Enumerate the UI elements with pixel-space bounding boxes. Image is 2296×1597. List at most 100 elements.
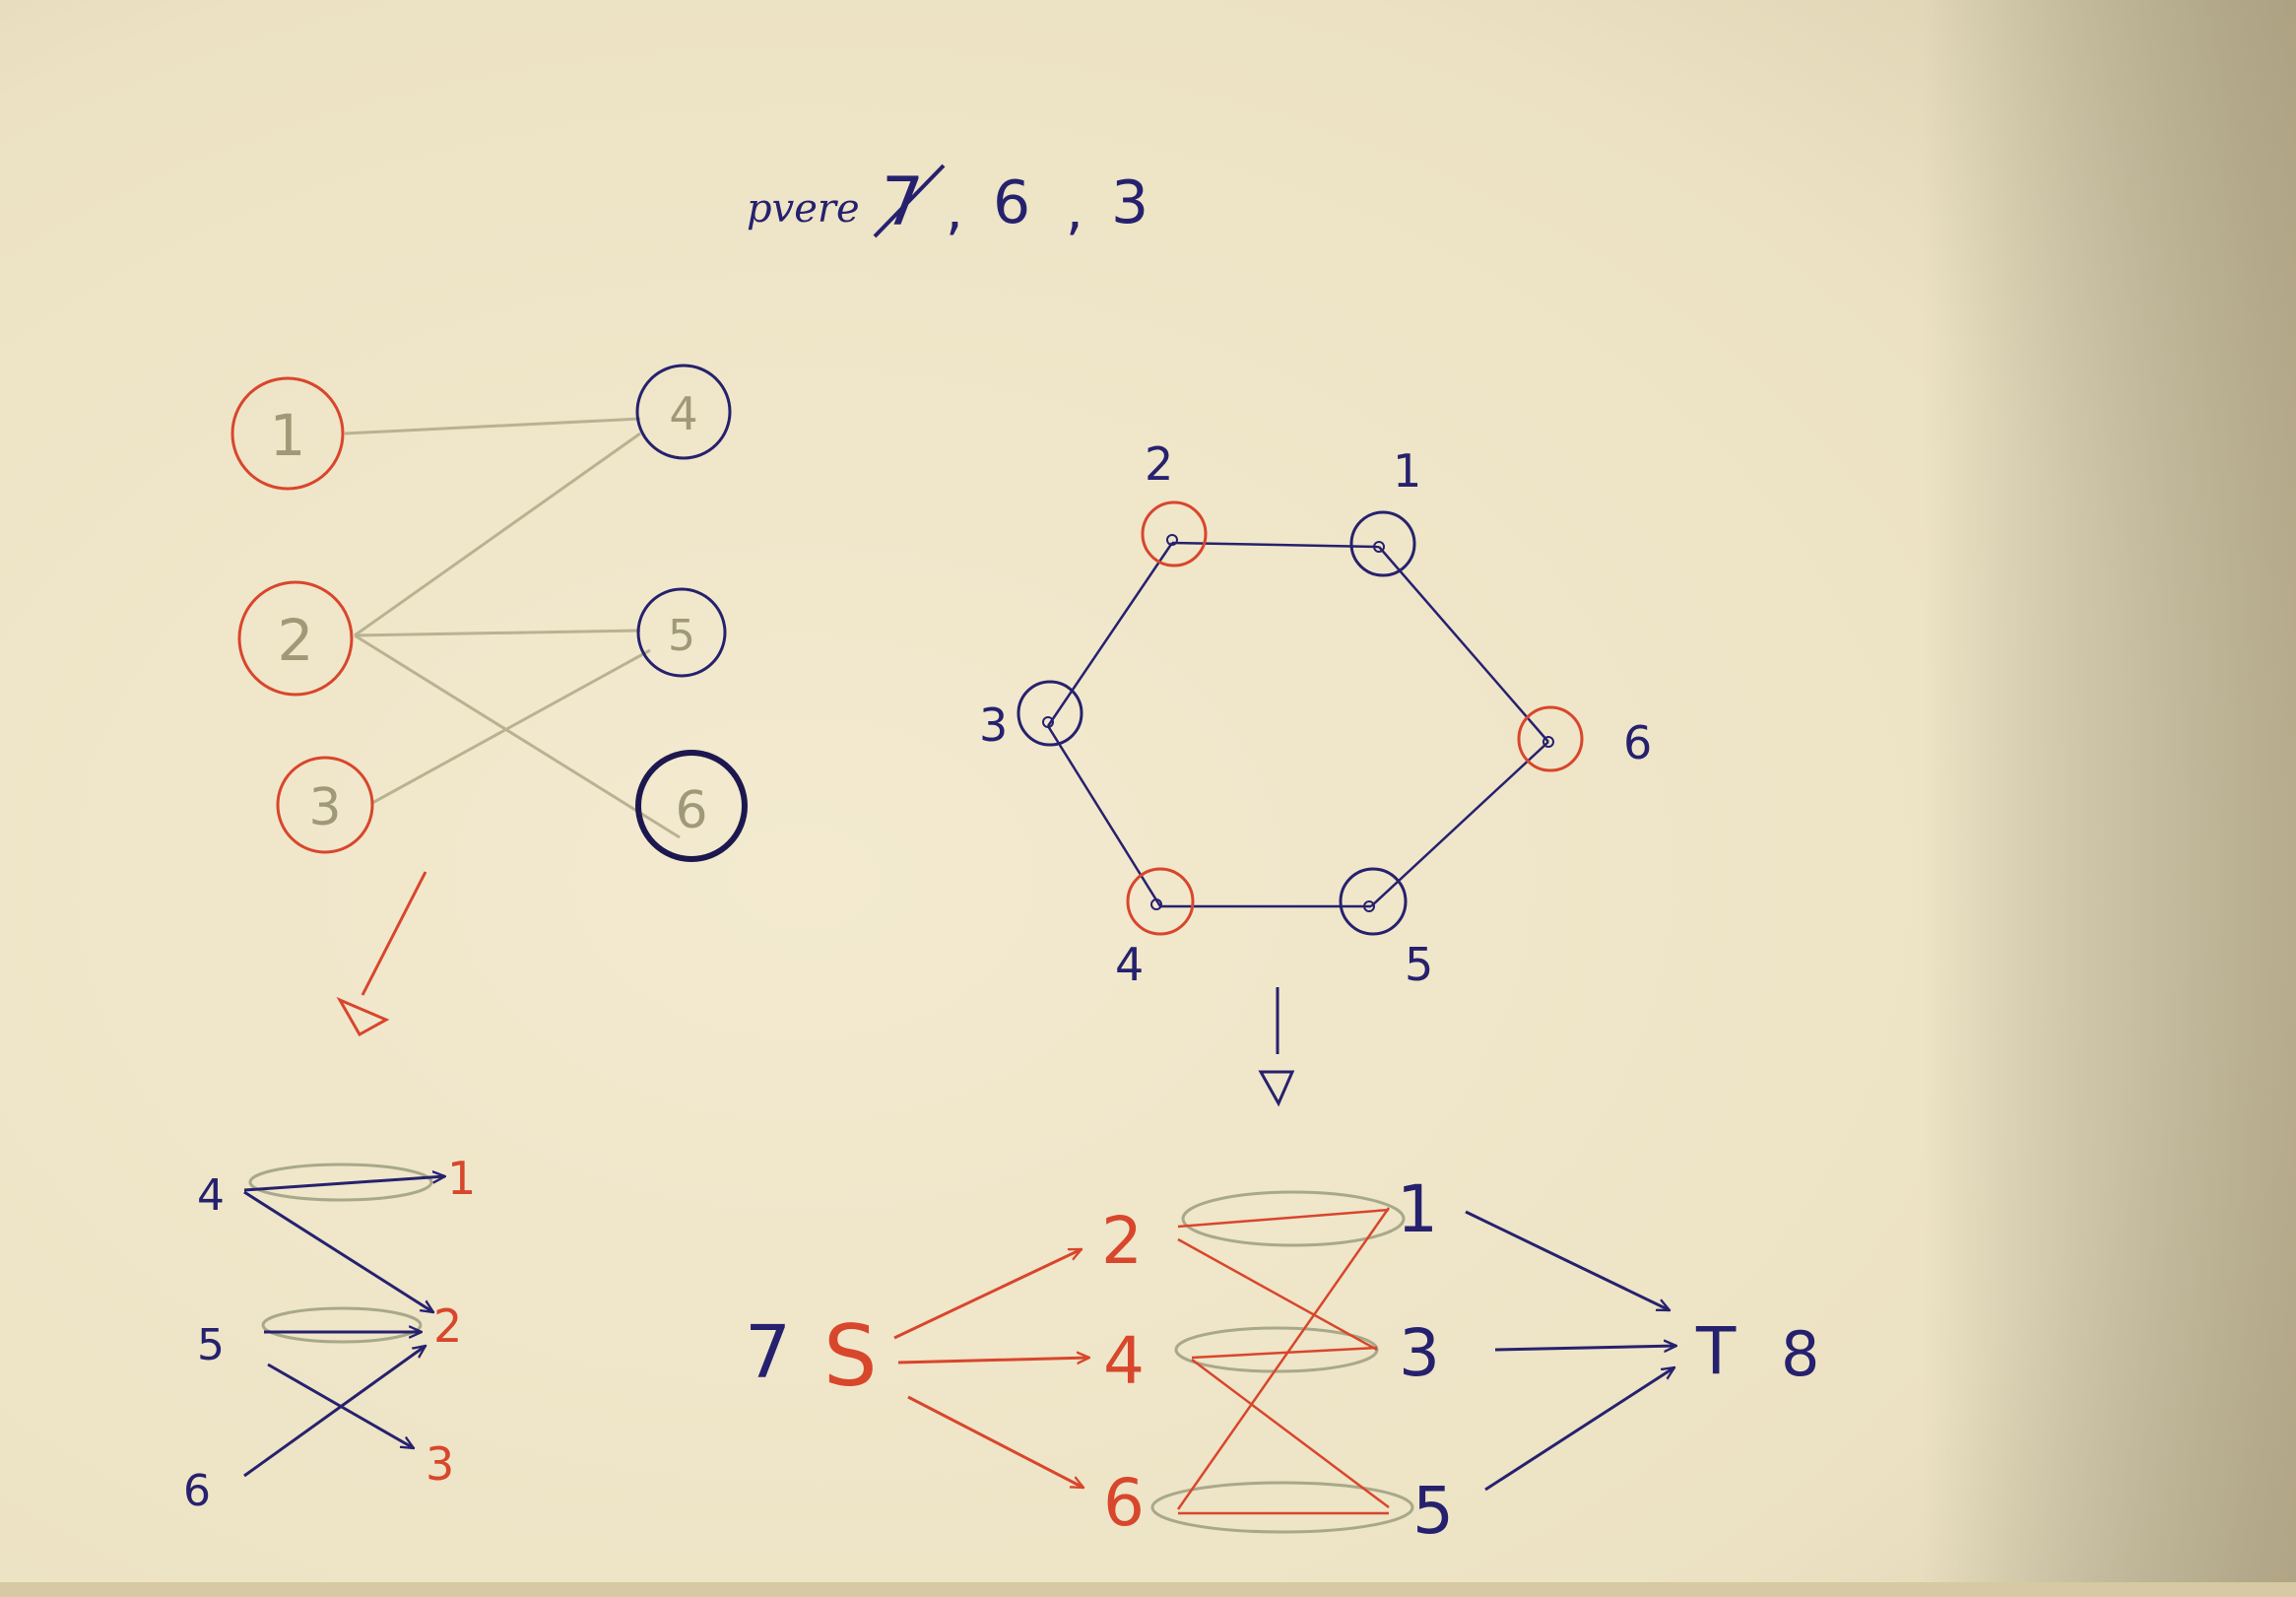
- arrow-4-1: [243, 1176, 445, 1192]
- hex-node-1-dot: [1373, 541, 1385, 553]
- matching-highlights: [248, 1163, 433, 1344]
- hex-node-1-circle: [1349, 510, 1416, 577]
- arrow-s-6: [907, 1395, 1083, 1490]
- blue-down-arrow: [1258, 987, 1295, 1107]
- node-2-circle: [237, 580, 354, 697]
- node-5-label: 5: [668, 611, 695, 661]
- source-label: S: [823, 1307, 878, 1406]
- edge-1-4: [344, 417, 641, 435]
- bottom-left-graph: 4 5 6 1 2 3: [183, 1152, 476, 1516]
- node-1: 1: [230, 376, 345, 491]
- flow-right-1: 1: [1397, 1171, 1438, 1247]
- hex-node-5-circle: [1339, 867, 1408, 936]
- highlight-2-1: [1181, 1190, 1406, 1247]
- hex-label-5: 5: [1405, 938, 1433, 991]
- paper-shadow: [1921, 0, 2296, 1597]
- header-note: pvere 7 , 6 , 3: [747, 164, 1148, 242]
- bl-label-1: 1: [447, 1152, 476, 1205]
- edge-2-6: [354, 633, 681, 839]
- hex-label-3: 3: [979, 699, 1008, 752]
- flow-right-3: 3: [1399, 1315, 1440, 1391]
- header-sep-2: ,: [1066, 178, 1083, 242]
- edge-h6-h5: [1370, 741, 1549, 907]
- bl-label-4: 4: [197, 1170, 225, 1221]
- header-value-3: 3: [1111, 168, 1148, 237]
- edge-2-5: [354, 629, 641, 637]
- arrow-1-t: [1465, 1210, 1670, 1312]
- node-5: 5: [636, 587, 727, 678]
- bipartite-right-nodes: 4 5 6: [635, 364, 748, 862]
- edge-f4-f5: [1191, 1359, 1390, 1508]
- paper-bottom-edge: [0, 1582, 2296, 1597]
- edge-h3-h2: [1046, 542, 1174, 727]
- bottom-left-arrows: [243, 1176, 445, 1478]
- node-3: 3: [276, 756, 374, 854]
- bipartite-left-nodes: 1 2 3: [230, 376, 374, 854]
- sink-arrows: [1465, 1210, 1676, 1492]
- hex-node-2-dot: [1166, 534, 1178, 546]
- sink-number: 8: [1781, 1318, 1819, 1390]
- bottom-left-left-labels: 4 5 6: [183, 1170, 225, 1516]
- source-number: 7: [745, 1310, 791, 1395]
- hex-label-6: 6: [1623, 716, 1652, 769]
- hex-label-2: 2: [1145, 437, 1173, 491]
- bipartite-edges: [344, 417, 681, 839]
- edge-h1-h6: [1378, 546, 1549, 743]
- edge-f2-f1: [1177, 1208, 1390, 1229]
- edge-f6-f1: [1176, 1207, 1391, 1510]
- source-arrows: [893, 1247, 1089, 1490]
- hex-node-3-circle: [1017, 680, 1083, 747]
- flow-labels: 7 S 2 4 6 1 3 5 T 8: [745, 1171, 1819, 1549]
- arrow-s-4: [897, 1358, 1089, 1363]
- highlight-6-5: [1150, 1481, 1414, 1534]
- edge-3-5: [371, 648, 651, 805]
- hexagon-labels: 2 1 3 6 4 5: [979, 437, 1652, 991]
- highlight-5-2: [261, 1306, 423, 1344]
- bl-label-6: 6: [183, 1466, 211, 1516]
- sink-label: T: [1695, 1313, 1737, 1389]
- arrow-s-2: [893, 1247, 1082, 1340]
- node-5-circle: [636, 587, 727, 678]
- node-1-label: 1: [270, 402, 306, 469]
- header-value-1: 7: [882, 164, 924, 241]
- node-3-label: 3: [308, 778, 341, 837]
- node-2-label: 2: [278, 607, 314, 674]
- bottom-left-right-labels: 1 2 3: [426, 1152, 476, 1491]
- edge-f4-f3: [1191, 1346, 1378, 1360]
- edge-f2-f3: [1177, 1237, 1378, 1352]
- node-3-circle: [276, 756, 374, 854]
- node-4-circle: [635, 364, 732, 460]
- bl-label-3: 3: [426, 1437, 454, 1491]
- hex-node-3-dot: [1042, 716, 1054, 728]
- node-2: 2: [237, 580, 354, 697]
- strike-mark: [873, 164, 946, 238]
- edge-2-4: [354, 432, 641, 637]
- cross-edges: [1176, 1207, 1391, 1515]
- flow-left-2: 2: [1101, 1203, 1143, 1279]
- flow-right-5: 5: [1412, 1473, 1454, 1549]
- hex-label-4: 4: [1115, 938, 1144, 991]
- node-6: 6: [635, 750, 748, 862]
- node-4-label: 4: [669, 387, 697, 440]
- hex-label-1: 1: [1393, 444, 1421, 498]
- arrow-4-2: [243, 1190, 433, 1312]
- header-word: pvere: [747, 186, 860, 232]
- flow-left-4: 4: [1103, 1323, 1145, 1399]
- arrow-5-t: [1484, 1367, 1674, 1492]
- header-value-2: 6: [993, 168, 1030, 237]
- bl-label-2: 2: [433, 1299, 462, 1353]
- hex-node-5-dot: [1363, 900, 1375, 912]
- hex-node-6-circle: [1517, 705, 1584, 772]
- flow-left-6: 6: [1103, 1465, 1145, 1541]
- highlight-4-1: [248, 1163, 433, 1202]
- hex-node-4-dot: [1150, 898, 1162, 910]
- arrow-3-t: [1494, 1346, 1676, 1350]
- header-sep-1: ,: [946, 178, 963, 242]
- hexagon-nodes: [1017, 500, 1584, 936]
- node-6-label: 6: [675, 781, 707, 840]
- node-6-circle: [635, 750, 748, 862]
- bipartite-graph: 1 2 3 4 5 6: [230, 364, 748, 862]
- flow-network: 7 S 2 4 6 1 3 5 T 8: [745, 1171, 1819, 1549]
- hex-node-4-circle: [1126, 867, 1195, 936]
